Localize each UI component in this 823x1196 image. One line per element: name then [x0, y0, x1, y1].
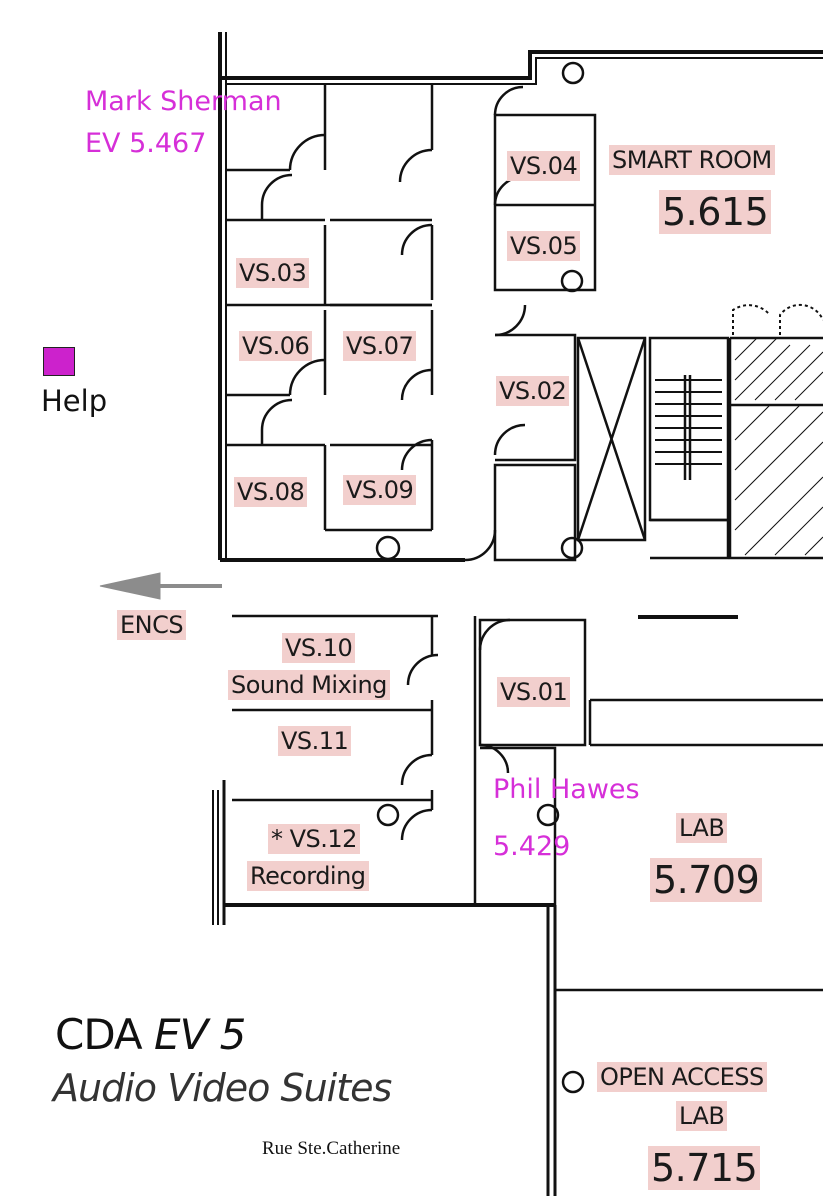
room-label-smart-room: SMART ROOM — [609, 145, 775, 175]
room-label-vs09: VS.09 — [343, 475, 417, 505]
person-phil-hawes-room[interactable]: 5.429 — [493, 831, 571, 862]
map-title: CDA EV 5 — [55, 1010, 246, 1059]
map-title-sub: EV 5 — [154, 1010, 246, 1059]
room-label-lab: LAB — [676, 813, 728, 843]
room-label-vs07: VS.07 — [343, 331, 417, 361]
person-phil-hawes-name[interactable]: Phil Hawes — [493, 774, 640, 805]
street-label: Rue Ste.Catherine — [262, 1138, 401, 1159]
room-label-vs05: VS.05 — [507, 231, 581, 261]
encs-arrow — [99, 572, 222, 600]
room-label-open-access-lab: LAB — [676, 1101, 728, 1131]
room-label-vs11: VS.11 — [278, 726, 352, 756]
room-number-lab: 5.709 — [650, 858, 763, 902]
room-desc-vs12: Recording — [247, 861, 369, 891]
room-label-vs03: VS.03 — [236, 258, 310, 288]
room-label-vs12: * VS.12 — [268, 824, 360, 854]
room-label-vs10: VS.10 — [282, 633, 356, 663]
room-label-vs06: VS.06 — [239, 331, 313, 361]
room-label-vs08: VS.08 — [234, 477, 308, 507]
help-label[interactable]: Help — [41, 384, 108, 418]
room-number-open-access: 5.715 — [648, 1146, 761, 1190]
room-label-vs01: VS.01 — [497, 677, 571, 707]
room-label-vs02: VS.02 — [496, 376, 570, 406]
person-mark-sherman-room[interactable]: EV 5.467 — [85, 128, 207, 159]
room-label-open-access: OPEN ACCESS — [597, 1062, 767, 1092]
person-mark-sherman-name[interactable]: Mark Sherman — [85, 86, 282, 117]
map-subtitle: Audio Video Suites — [53, 1066, 392, 1110]
map-title-main: CDA — [55, 1010, 143, 1059]
room-number-smart-room: 5.615 — [659, 190, 772, 234]
room-desc-vs10: Sound Mixing — [228, 670, 390, 700]
help-marker-icon[interactable] — [43, 347, 75, 376]
encs-label: ENCS — [117, 610, 187, 640]
room-label-vs04: VS.04 — [507, 151, 581, 181]
